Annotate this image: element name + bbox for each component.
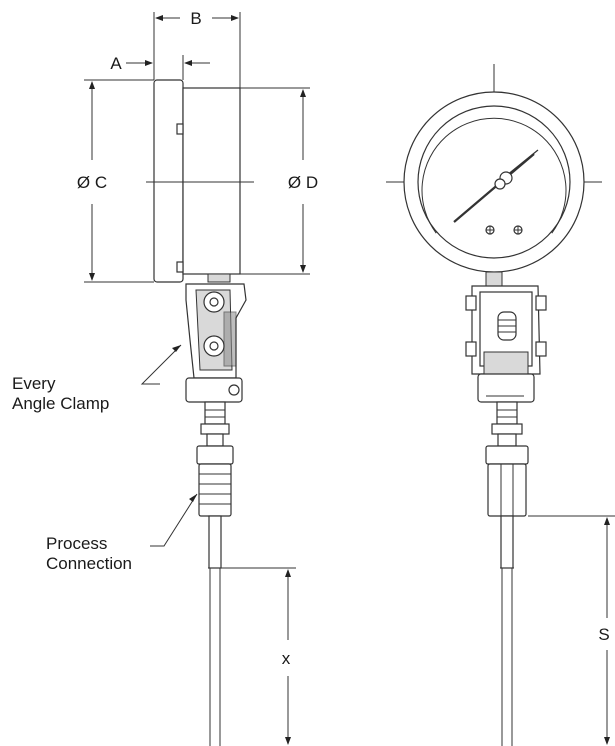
dimension-s-label: S: [598, 625, 609, 644]
process-callout-line2: Connection: [46, 554, 132, 573]
dial-screws: [485, 225, 523, 235]
dimension-s: S: [528, 515, 615, 745]
dimension-d: Ø D: [240, 87, 318, 275]
dimension-b: B: [153, 9, 241, 88]
gauge-bezel-side: [153, 79, 184, 283]
stem-fitting-side: [196, 401, 234, 746]
clamp-callout-line2: Angle Clamp: [12, 394, 109, 413]
dimension-c: Ø C: [77, 79, 154, 283]
gauge-case-side: [182, 87, 241, 275]
dimension-a: A: [110, 54, 210, 80]
process-callout-line1: Process: [46, 534, 107, 553]
clamp-callout-line1: Every: [12, 374, 56, 393]
dimension-x: x: [222, 567, 296, 745]
callout-every-angle-clamp: Every Angle Clamp: [12, 344, 182, 413]
stem-fitting-front: [485, 401, 529, 746]
dimension-a-label: A: [110, 54, 122, 73]
front-view: S: [386, 64, 615, 746]
every-angle-clamp-side: [185, 283, 247, 403]
callout-process-connection: Process Connection: [46, 493, 198, 573]
side-view: B A Ø C Ø D: [12, 9, 318, 746]
every-angle-clamp-front: [465, 271, 547, 403]
dimension-c-label: Ø C: [77, 173, 107, 192]
dimension-x-label: x: [282, 649, 291, 668]
dimension-b-label: B: [190, 9, 201, 28]
gauge-dial: [417, 105, 571, 259]
dimension-d-label: Ø D: [288, 173, 318, 192]
